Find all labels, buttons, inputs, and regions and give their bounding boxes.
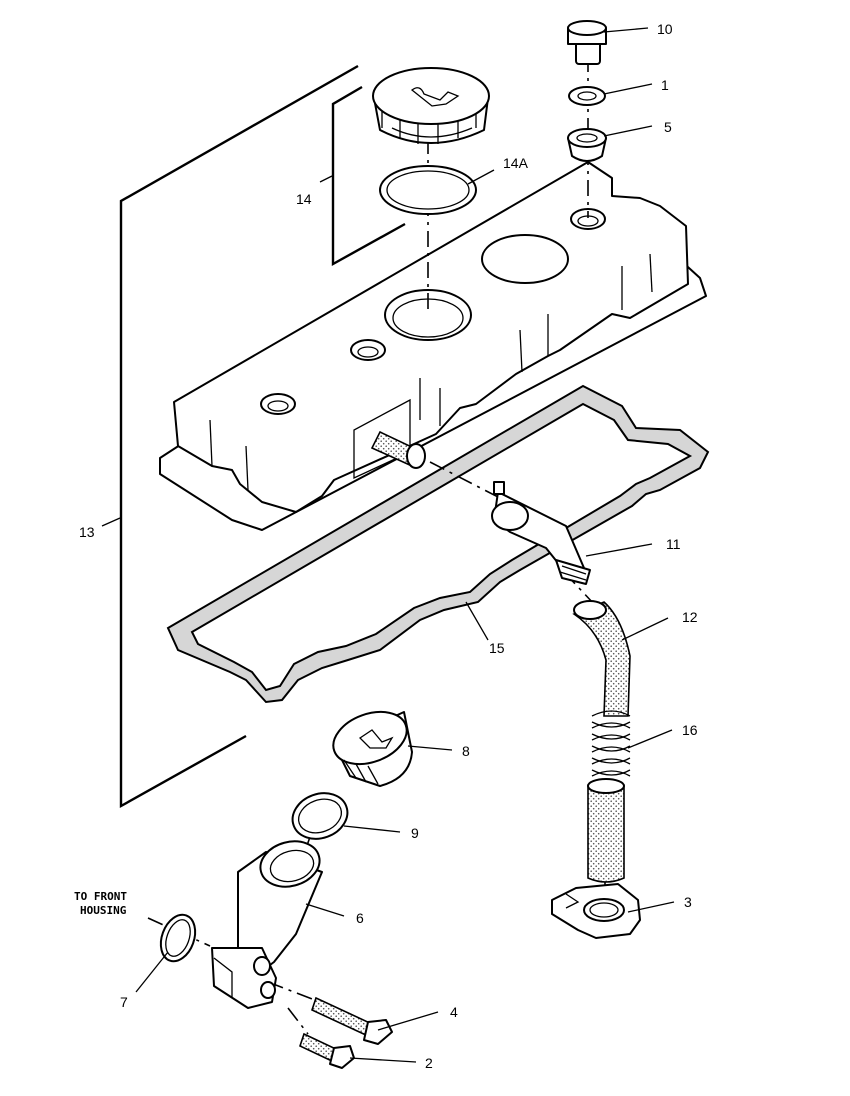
breather-elbow [491, 481, 591, 585]
callout-1: 1 [661, 77, 669, 93]
filler-cap-seal [379, 165, 477, 215]
breather-plug [567, 20, 607, 65]
valve-cover-gasket [166, 384, 710, 704]
hose-spring [591, 710, 631, 777]
lower-filler-cap [332, 710, 413, 787]
short-bolt [299, 1032, 355, 1069]
washer [568, 86, 606, 106]
valve-cover [159, 161, 707, 531]
callout-11: 11 [666, 536, 681, 552]
callout-14a: 14A [503, 155, 529, 171]
note-to-front-housing-line-2: HOUSING [80, 904, 127, 917]
callout-9: 9 [411, 825, 419, 841]
callout-3: 3 [684, 894, 692, 910]
note-to-front-housing-line-1: TO FRONT [74, 890, 127, 903]
tube-o-ring [159, 913, 197, 963]
callout-7: 7 [120, 994, 128, 1010]
callout-10: 10 [657, 21, 673, 37]
grommet [567, 128, 607, 162]
breather-nipple [370, 430, 426, 469]
callout-12: 12 [682, 609, 698, 625]
filler-cap [372, 67, 490, 144]
callout-8: 8 [462, 743, 470, 759]
leader-lines [101, 27, 675, 1063]
callout-14: 14 [296, 191, 312, 207]
callout-5: 5 [664, 119, 672, 135]
callout-6: 6 [356, 910, 364, 926]
filler-tube [211, 840, 323, 1009]
long-bolt [311, 996, 393, 1045]
lower-hose [587, 778, 625, 883]
callout-16: 16 [682, 722, 698, 738]
bracket-14 [331, 85, 406, 267]
callout-15: 15 [489, 640, 505, 656]
breather-hose [572, 600, 631, 717]
callout-13: 13 [79, 524, 95, 540]
callout-2: 2 [425, 1055, 433, 1071]
callout-4: 4 [450, 1004, 458, 1020]
hose-clip [551, 883, 641, 939]
lower-cap-seal [291, 792, 349, 840]
bracket-13 [119, 64, 359, 809]
